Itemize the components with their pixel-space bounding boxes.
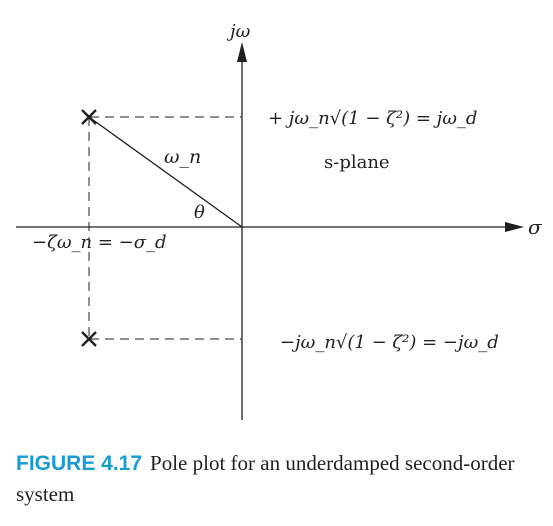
lower-pole-label: −jω_n√(1 − ζ²) = −jω_d	[280, 332, 499, 353]
imaginary-axis-label: jω	[226, 21, 251, 42]
caption-text: Pole plot for an underdamped second-orde…	[16, 451, 515, 506]
real-axis-arrowhead	[505, 222, 524, 232]
natural-frequency-vector	[88, 116, 243, 228]
natural-frequency-label: ω_n	[164, 146, 201, 168]
real-part-label: −ζω_n = −σ_d	[32, 232, 167, 253]
real-axis-label: σ	[528, 215, 543, 239]
s-plane-diagram: jω σ + jω_n√(1 − ζ²) = jω_d −jω_n√(1 − ζ…	[16, 21, 543, 420]
imaginary-axis-arrowhead	[237, 42, 247, 62]
plane-label: s-plane	[324, 152, 390, 173]
lower-pole-marker	[81, 331, 97, 347]
figure-number: FIGURE 4.17	[16, 452, 143, 475]
upper-pole-label: + jω_n√(1 − ζ²) = jω_d	[268, 108, 477, 129]
upper-pole-marker	[81, 109, 97, 125]
angle-label: θ	[194, 202, 205, 223]
